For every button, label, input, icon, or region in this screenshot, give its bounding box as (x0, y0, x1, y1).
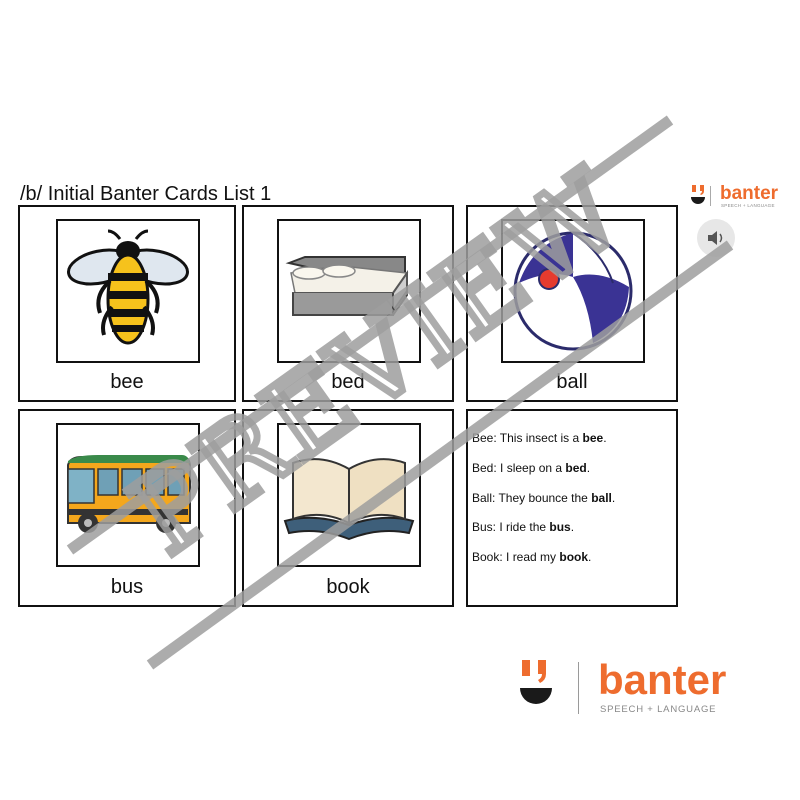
banter-quote-mark-icon (520, 660, 552, 704)
card-word: bed (331, 371, 365, 393)
page-title: /b/ Initial Banter Cards List 1 (20, 183, 272, 205)
brand-name-large: banter (598, 656, 727, 703)
card-word: bee (110, 371, 144, 393)
banter-logo-small: banter SPEECH + LANGUAGE (688, 183, 788, 213)
brand-name-small: banter (720, 183, 779, 204)
card-picture-frame (277, 219, 421, 363)
bed-icon (285, 256, 409, 316)
brand-tagline-small: SPEECH + LANGUAGE (721, 203, 775, 208)
card-picture-frame (56, 423, 200, 567)
bee-icon (67, 229, 189, 345)
card-picture-frame (56, 219, 200, 363)
card-picture-frame (277, 423, 421, 567)
card-ball: ball (466, 205, 678, 402)
card-bee: bee (18, 205, 236, 402)
brand-tagline-large: SPEECH + LANGUAGE (600, 704, 717, 715)
sentence-item: Bed: I sleep on a bed. (472, 460, 591, 475)
sentence-item: Book: I read my book. (472, 550, 592, 565)
card-bed: bed (242, 205, 454, 402)
card-word: ball (556, 371, 588, 393)
sentence-item: Bee: This insect is a bee. (472, 431, 607, 445)
banter-logo-large: banter SPEECH + LANGUAGE (518, 656, 758, 720)
book-icon (283, 458, 415, 541)
bus-icon (67, 455, 191, 533)
card-word: book (326, 576, 370, 598)
sentence-item: Ball: They bounce the ball. (472, 490, 616, 505)
card-picture-frame (501, 219, 645, 363)
card-bus: bus (18, 409, 236, 607)
card-book: book (242, 409, 454, 607)
sentence-list: Bee: This insect is a bee. Bed: I sleep … (472, 431, 615, 580)
audio-play-button[interactable] (697, 219, 735, 257)
beach-ball-icon (513, 231, 633, 351)
card-word: bus (110, 576, 144, 598)
logo-divider (578, 662, 579, 714)
banter-quote-mark-icon (691, 185, 711, 206)
sentence-item: Bus: I ride the bus. (472, 520, 575, 535)
speaker-icon (708, 231, 723, 245)
